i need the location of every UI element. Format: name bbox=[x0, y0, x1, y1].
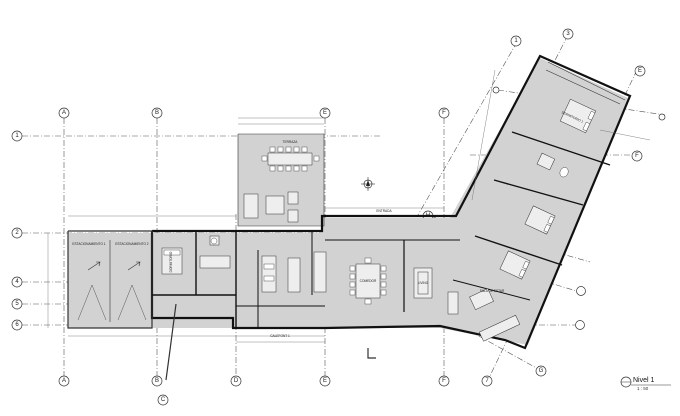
svg-text:E: E bbox=[323, 378, 327, 384]
grid-bubble-bottom-a: A bbox=[58, 375, 70, 387]
wing-floor bbox=[440, 58, 628, 345]
label-calefont: CALEFONT 1 bbox=[270, 334, 290, 338]
svg-text:D: D bbox=[234, 378, 239, 384]
north-arrow-icon bbox=[361, 177, 375, 191]
title-block-frame bbox=[620, 376, 671, 388]
label-comedor: COMEDOR bbox=[360, 279, 377, 283]
grid-bubble-left-4: 4 bbox=[11, 276, 23, 288]
grid-bubble-bottom-c: C bbox=[157, 394, 169, 406]
grid-bubble-diag-g: G bbox=[535, 365, 547, 377]
label-entrada: ENTRADA bbox=[376, 209, 392, 213]
svg-text:A: A bbox=[62, 378, 66, 384]
grid-bubble-bottom-b: B bbox=[151, 375, 163, 387]
grid-bubble-bottom-f: F bbox=[438, 375, 450, 387]
dimension-lines bbox=[47, 69, 651, 343]
label-estacionamiento-1: ESTACIONAMIENTO 1 bbox=[72, 242, 105, 246]
section-marker-b bbox=[165, 303, 177, 381]
bed-1 bbox=[559, 98, 597, 134]
grid-bubble-top-b: B bbox=[151, 107, 163, 119]
svg-text:B: B bbox=[155, 378, 159, 384]
svg-text:E: E bbox=[638, 68, 642, 74]
svg-text:G: G bbox=[539, 368, 544, 374]
section-marker-a bbox=[367, 348, 376, 359]
grid-bubble-diag-3: 3 bbox=[562, 28, 574, 40]
parking-floor bbox=[68, 233, 156, 328]
svg-text:1: 1 bbox=[514, 38, 518, 44]
grid-line-diag-g bbox=[449, 319, 541, 371]
svg-text:2: 2 bbox=[15, 230, 19, 236]
sala-furniture bbox=[469, 288, 521, 342]
grid-bubble-diag-end bbox=[658, 113, 666, 121]
kitchen-counter-b bbox=[313, 251, 327, 293]
svg-text:B: B bbox=[155, 110, 159, 116]
grid-bubble-top-e: E bbox=[319, 107, 331, 119]
grid-bubble-diag-1: 1 bbox=[510, 35, 522, 47]
walls bbox=[67, 54, 632, 350]
wing-bathroom bbox=[536, 152, 569, 178]
section-marker-c bbox=[492, 86, 500, 94]
grid-bubble-bottom-7: 7 bbox=[481, 375, 493, 387]
grid-bubble-left-5: 5 bbox=[11, 298, 23, 310]
label-sala-de-estar: SALA DE ESTAR bbox=[480, 289, 505, 293]
svg-text:A: A bbox=[62, 110, 66, 116]
furniture bbox=[77, 86, 597, 381]
grid-line-diag-1 bbox=[417, 41, 518, 216]
svg-text:1: 1 bbox=[15, 133, 19, 139]
svg-text:3: 3 bbox=[566, 31, 570, 37]
svg-text:7: 7 bbox=[485, 378, 489, 384]
grid-bubble-diag-6b bbox=[575, 320, 585, 330]
bed-3 bbox=[499, 250, 531, 280]
terraza-lounge bbox=[243, 191, 299, 223]
terraza-dining-table bbox=[261, 146, 320, 172]
parking-arrows bbox=[77, 261, 147, 321]
grid-bubble-left-2: 2 bbox=[11, 227, 23, 239]
label-living: LIVING bbox=[418, 281, 429, 285]
svg-text:5: 5 bbox=[15, 301, 19, 307]
svg-text:4: 4 bbox=[15, 279, 19, 285]
grid-bubble-diag-f: F bbox=[631, 150, 643, 162]
label-terraza: TERRAZA bbox=[283, 140, 299, 144]
svg-text:F: F bbox=[442, 110, 446, 116]
kitchen-counter-a bbox=[261, 255, 277, 293]
grid-bubbles: A B E F 1 2 4 5 6 A B C D E F 7 1 3 E F … bbox=[11, 28, 666, 406]
bed-2 bbox=[524, 205, 556, 235]
label-estacionamiento-2: ESTACIONAMIENTO 2 bbox=[115, 242, 148, 246]
grid-bubble-diag-c bbox=[576, 286, 586, 296]
label-dormitorio-servicio: DORMITORIO bbox=[169, 251, 173, 272]
living-armchair bbox=[447, 291, 459, 315]
svg-text:E: E bbox=[323, 110, 327, 116]
drawing-scale: 1 : 50 bbox=[637, 386, 649, 391]
grid-bubble-left-6: 6 bbox=[11, 319, 23, 331]
grid-bubble-bottom-d: D bbox=[230, 375, 242, 387]
comedor-table bbox=[349, 257, 387, 305]
svg-text:C: C bbox=[161, 397, 166, 403]
svg-text:F: F bbox=[635, 153, 639, 159]
svg-text:6: 6 bbox=[15, 322, 19, 328]
kitchen-island bbox=[287, 257, 301, 293]
grid-bubble-diag-e: E bbox=[634, 65, 646, 77]
service-floor bbox=[156, 233, 326, 328]
level-name: Nivel 1 bbox=[633, 377, 655, 384]
grid-bubble-top-a: A bbox=[58, 107, 70, 119]
grid-bubble-left-1: 1 bbox=[11, 130, 23, 142]
grid-line-diag-a bbox=[497, 89, 666, 116]
grid-bubble-bottom-e: E bbox=[319, 375, 331, 387]
grid-bubble-top-f: F bbox=[438, 107, 450, 119]
svg-text:F: F bbox=[442, 378, 446, 384]
title-block: Nivel 1 1 : 50 bbox=[619, 374, 673, 396]
